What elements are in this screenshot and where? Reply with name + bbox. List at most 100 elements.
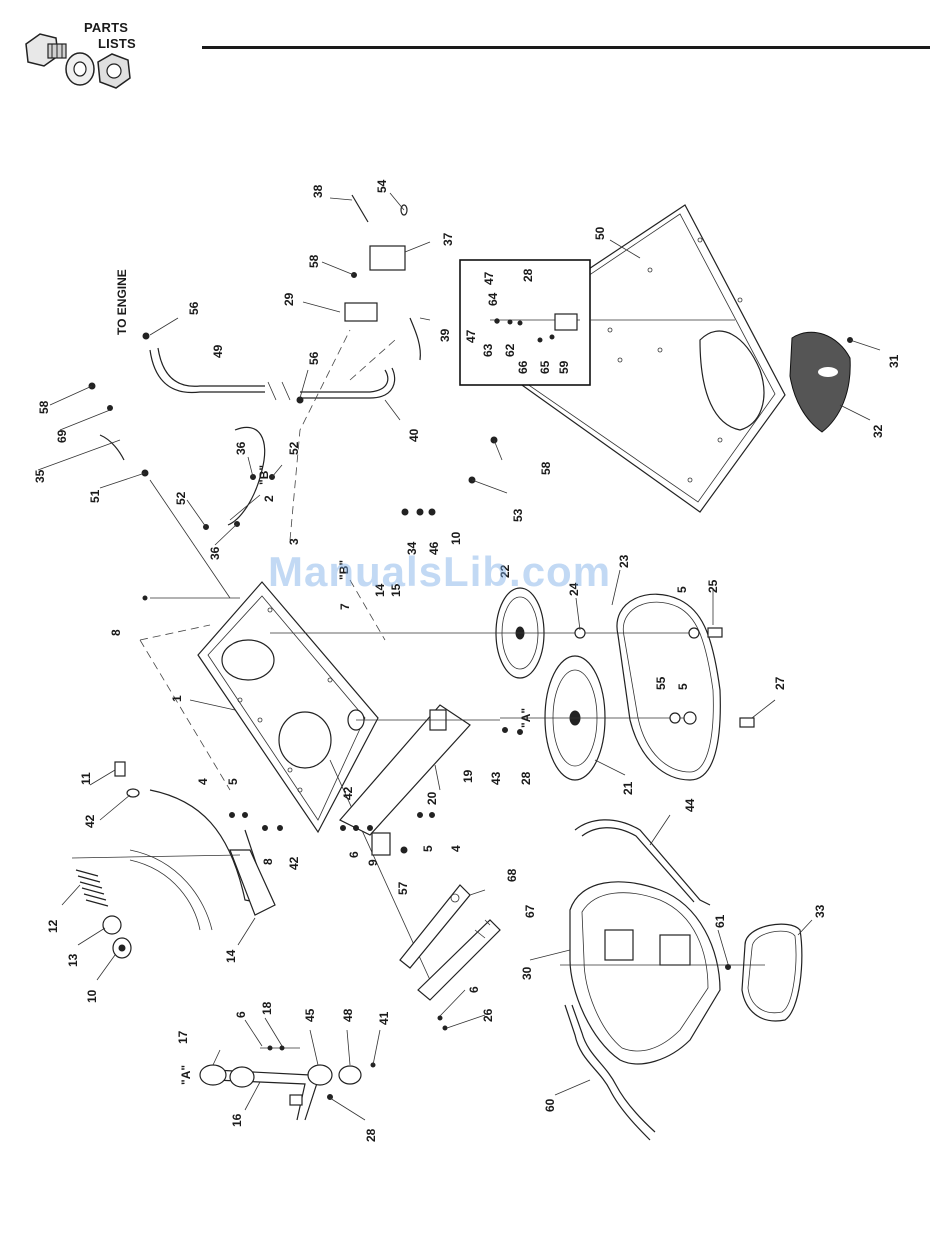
watermark: ManualsLib.com [268, 548, 612, 595]
callout-8: 8 [109, 629, 123, 636]
callout-43: 43 [489, 771, 503, 785]
blower-housing [560, 881, 765, 1065]
callout-26: 26 [481, 1008, 495, 1022]
callout-56: 56 [187, 301, 201, 315]
callout-52: 52 [287, 441, 301, 455]
callout-42: 42 [83, 814, 97, 828]
callout-9: 9 [366, 859, 380, 866]
callout-5: 5 [421, 845, 435, 852]
callout-42: 42 [287, 856, 301, 870]
callout-25: 25 [706, 579, 720, 593]
callout-20: 20 [425, 791, 439, 805]
callout-49: 49 [211, 344, 225, 358]
callout-17: 17 [176, 1030, 190, 1044]
callout-63: 63 [481, 343, 495, 357]
callout-62: 62 [503, 343, 517, 357]
callout-10: 10 [449, 531, 463, 545]
callout-1: 1 [170, 695, 184, 702]
callout-5: 5 [676, 683, 690, 690]
callout-18: 18 [260, 1001, 274, 1015]
callout-37: 37 [441, 232, 455, 246]
leader-lines [37, 192, 881, 1121]
callout-55: 55 [654, 676, 668, 690]
callout-3: 3 [287, 538, 301, 545]
callout-28: 28 [519, 771, 533, 785]
callout-19: 19 [461, 769, 475, 783]
callout-5: 5 [226, 778, 240, 785]
callout-4: 4 [196, 778, 210, 785]
callout-2: 2 [262, 495, 276, 502]
callout-47: 47 [482, 271, 496, 285]
parts-lists-logo: PARTS LISTS [18, 14, 158, 104]
bolt-nut-washer-icon [25, 33, 131, 89]
callout-24: 24 [567, 582, 581, 596]
callout-38: 38 [311, 184, 325, 198]
filter-screen [789, 331, 851, 433]
spring [75, 869, 109, 907]
callout-68: 68 [505, 868, 519, 882]
callout-22: 22 [498, 564, 512, 578]
callout-14: 14 [224, 949, 238, 963]
callout-53: 53 [511, 508, 525, 522]
tension-spring-assembly [71, 761, 276, 959]
callout-48: 48 [341, 1008, 355, 1022]
callout-66: 66 [516, 360, 530, 374]
shaft-bracket [339, 704, 500, 856]
callout-60: 60 [543, 1098, 557, 1112]
fuel-line-assembly [99, 194, 421, 541]
callout-6: 6 [234, 1011, 248, 1018]
callout-28: 28 [364, 1128, 378, 1142]
callout-36: 36 [234, 441, 248, 455]
mark-a-right: "A" [519, 708, 533, 728]
base-plate [468, 204, 786, 513]
to-engine-label: TO ENGINE [115, 269, 129, 335]
mark-b-lower: "B" [337, 560, 351, 580]
callout-6: 6 [467, 986, 481, 993]
callout-64: 64 [486, 292, 500, 306]
callout-5: 5 [675, 586, 689, 593]
callout-23: 23 [617, 554, 631, 568]
callout-27: 27 [773, 676, 787, 690]
retaining-strap [564, 1004, 656, 1141]
callout-67: 67 [523, 904, 537, 918]
callout-39: 39 [438, 328, 452, 342]
callout-33: 33 [813, 904, 827, 918]
upper-fan-pulley [270, 587, 690, 679]
callout-69: 69 [55, 429, 69, 443]
callout-58: 58 [539, 461, 553, 475]
callout-35: 35 [33, 469, 47, 483]
callout-8: 8 [261, 858, 275, 865]
callout-52: 52 [174, 491, 188, 505]
callout-10: 10 [85, 989, 99, 1003]
callout-58: 58 [37, 400, 51, 414]
callout-34: 34 [405, 541, 419, 555]
callout-56: 56 [307, 351, 321, 365]
logo-text-lists: LISTS [98, 36, 136, 51]
exhaust-assembly [199, 1047, 362, 1121]
callout-44: 44 [683, 798, 697, 812]
callout-45: 45 [303, 1008, 317, 1022]
callout-32: 32 [871, 424, 885, 438]
callout-30: 30 [520, 966, 534, 980]
drive-belt [574, 593, 755, 781]
callout-58: 58 [307, 254, 321, 268]
mark-b-upper: "B" [257, 465, 271, 485]
callout-54: 54 [375, 179, 389, 193]
mark-a-left: "A" [179, 1065, 193, 1085]
header-rule [202, 46, 930, 49]
callout-11: 11 [79, 772, 93, 785]
callout-40: 40 [407, 428, 421, 442]
callout-12: 12 [46, 919, 60, 933]
callout-47: 47 [464, 329, 478, 343]
callout-65: 65 [538, 360, 552, 374]
lower-fan-pulley [500, 655, 690, 781]
callout-16: 16 [230, 1113, 244, 1127]
callout-42: 42 [341, 786, 355, 800]
callout-57: 57 [396, 881, 410, 895]
callout-7: 7 [338, 603, 352, 610]
callout-31: 31 [887, 354, 901, 368]
detail-inset [459, 259, 735, 386]
callout-41: 41 [377, 1011, 391, 1025]
top-guard-strip [574, 819, 711, 906]
